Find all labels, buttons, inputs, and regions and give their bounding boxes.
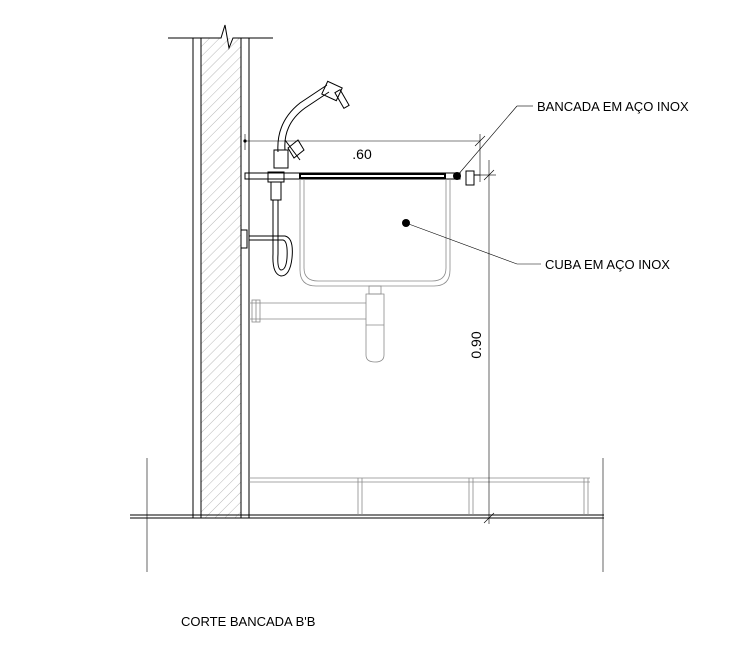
label-cuba: CUBA EM AÇO INOX [545, 257, 670, 272]
leader-bancada: BANCADA EM AÇO INOX [453, 99, 689, 180]
dimension-height-label: 0.90 [468, 331, 484, 358]
label-bancada: BANCADA EM AÇO INOX [537, 99, 689, 114]
floor [130, 458, 604, 572]
sink-bowl [299, 179, 451, 287]
wall-hatch [201, 38, 241, 518]
supply-pipe [240, 171, 293, 277]
drawing-title: CORTE BANCADA B'B [181, 614, 315, 629]
drain-trap [249, 285, 385, 363]
faucet [273, 80, 350, 169]
leader-cuba: CUBA EM AÇO INOX [402, 219, 670, 272]
dimension-height: 0.90 [468, 160, 496, 524]
dimension-width-label: .60 [352, 146, 372, 162]
wall [168, 24, 273, 518]
dimension-width: .60 [243, 134, 486, 182]
countertop [244, 170, 480, 186]
break-line [168, 24, 273, 50]
